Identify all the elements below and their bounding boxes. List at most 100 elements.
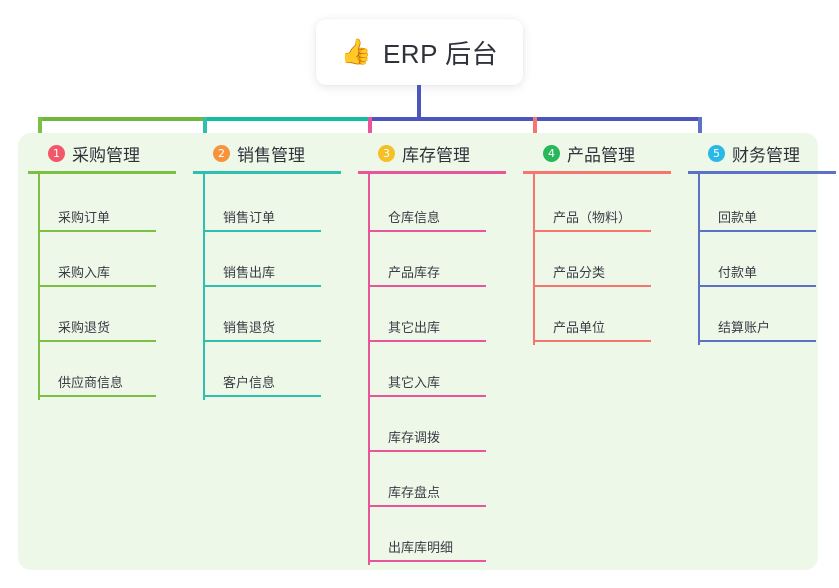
branch-header-2[interactable]: 2 销售管理 (193, 139, 341, 167)
leaf-item-label: 其它入库 (388, 375, 441, 390)
leaf-item-label: 采购退货 (58, 320, 111, 335)
branch-title-2: 销售管理 (237, 145, 305, 165)
leaf-item-label: 回款单 (718, 210, 758, 225)
leaf-item[interactable]: 结算账户 (688, 287, 836, 342)
leaf-item-label: 销售出库 (223, 265, 276, 280)
branch-header-5[interactable]: 5 财务管理 (688, 139, 836, 167)
branch-column-4: 4 产品管理产品（物料） 产品分类产品单位 (523, 139, 671, 345)
branch-title-1: 采购管理 (72, 145, 140, 165)
root-title: ERP 后台 (382, 38, 499, 69)
leaf-item-label: 出库库明细 (388, 540, 454, 555)
leaf-item-label: 采购入库 (58, 265, 111, 280)
drop-connector-5 (698, 117, 702, 145)
branch-column-2: 2 销售管理销售订单销售出库销售退货客户信息 (193, 139, 341, 400)
branch-header-rule-2 (193, 171, 341, 174)
branch-title-3: 库存管理 (402, 145, 470, 165)
branch-column-3: 3 库存管理仓库信息产品库存其它出库其它入库库存调拨库存盘点出库库明细 (358, 139, 506, 565)
leaf-item-rule (368, 230, 486, 232)
leaf-item-rule (368, 395, 486, 397)
leaf-item-rule (533, 230, 651, 232)
leaf-item[interactable]: 付款单 (688, 232, 836, 287)
bus-segment-2 (203, 117, 372, 121)
leaf-item-rule (203, 230, 321, 232)
branch-header-rule-5 (688, 171, 836, 174)
leaf-item[interactable]: 销售出库 (193, 232, 341, 287)
leaf-item-rule (38, 395, 156, 397)
branch-badge-4: 4 (543, 144, 560, 162)
leaf-item-rule (38, 230, 156, 232)
leaf-item-label: 库存盘点 (388, 485, 441, 500)
leaf-item-rule (38, 340, 156, 342)
leaf-item-rule (698, 230, 816, 232)
leaf-item[interactable]: 库存调拨 (358, 397, 506, 452)
bus-segment-1 (38, 117, 207, 121)
leaf-item-label: 采购订单 (58, 210, 111, 225)
drop-connector-2 (203, 117, 207, 145)
leaf-item-label: 结算账户 (718, 320, 771, 335)
leaf-item-rule (533, 340, 651, 342)
leaf-item-label: 仓库信息 (388, 210, 441, 225)
leaf-item-label: 库存调拨 (388, 430, 441, 445)
branch-header-rule-3 (358, 171, 506, 174)
branch-badge-3: 3 (378, 144, 395, 162)
leaf-item-label: 销售订单 (223, 210, 276, 225)
branch-panel (18, 133, 818, 570)
branch-header-rule-1 (28, 171, 176, 174)
leaf-item[interactable]: 仓库信息 (358, 177, 506, 232)
leaf-item-label: 产品（物料） (553, 210, 632, 225)
leaf-item[interactable]: 库存盘点 (358, 452, 506, 507)
leaf-item-rule (533, 285, 651, 287)
root-node[interactable]: 👍 ERP 后台 (316, 19, 523, 85)
leaf-item[interactable]: 采购入库 (28, 232, 176, 287)
leaf-item[interactable]: 其它入库 (358, 342, 506, 397)
leaf-item[interactable]: 回款单 (688, 177, 836, 232)
branch-spine-3 (368, 174, 370, 565)
leaf-item-rule (368, 340, 486, 342)
leaf-item-rule (38, 285, 156, 287)
leaf-item-label: 产品单位 (553, 320, 606, 335)
leaf-item[interactable]: 产品（物料） (523, 177, 671, 232)
leaf-item-rule (368, 505, 486, 507)
leaf-item-label: 产品分类 (553, 265, 606, 280)
branch-spine-5 (698, 174, 700, 345)
branch-badge-2: 2 (213, 144, 230, 162)
branch-spine-1 (38, 174, 40, 400)
leaf-item[interactable]: 产品分类 (523, 232, 671, 287)
leaf-item-label: 其它出库 (388, 320, 441, 335)
branch-badge-5: 5 (708, 144, 725, 162)
branch-header-3[interactable]: 3 库存管理 (358, 139, 506, 167)
leaf-item-rule (368, 285, 486, 287)
leaf-item[interactable]: 客户信息 (193, 342, 341, 397)
leaf-item[interactable]: 销售退货 (193, 287, 341, 342)
leaf-item-rule (203, 285, 321, 287)
branch-spine-4 (533, 174, 535, 345)
leaf-item-label: 客户信息 (223, 375, 276, 390)
leaf-item[interactable]: 产品库存 (358, 232, 506, 287)
leaf-item-rule (698, 285, 816, 287)
leaf-item[interactable]: 出库库明细 (358, 507, 506, 562)
leaf-item-label: 供应商信息 (58, 375, 124, 390)
leaf-item[interactable]: 产品单位 (523, 287, 671, 342)
leaf-item[interactable]: 采购订单 (28, 177, 176, 232)
drop-connector-4 (533, 117, 537, 145)
branch-column-1: 1 采购管理采购订单采购入库采购退货供应商信息 (28, 139, 176, 400)
leaf-item[interactable]: 销售订单 (193, 177, 341, 232)
leaf-item-rule (368, 450, 486, 452)
branch-column-5: 5 财务管理回款单付款单结算账户 (688, 139, 836, 345)
leaf-item-rule (698, 340, 816, 342)
branch-spine-2 (203, 174, 205, 400)
drop-connector-1 (38, 117, 42, 145)
branch-header-4[interactable]: 4 产品管理 (523, 139, 671, 167)
thumbs-up-icon: 👍 (340, 37, 372, 66)
leaf-item-rule (368, 560, 486, 562)
branch-header-1[interactable]: 1 采购管理 (28, 139, 176, 167)
branch-badge-1: 1 (48, 144, 65, 162)
branch-title-5: 财务管理 (732, 145, 800, 165)
leaf-item[interactable]: 采购退货 (28, 287, 176, 342)
branch-title-4: 产品管理 (567, 145, 635, 165)
leaf-item[interactable]: 其它出库 (358, 287, 506, 342)
leaf-item-label: 付款单 (718, 265, 758, 280)
trunk-connector (417, 85, 421, 119)
leaf-item[interactable]: 供应商信息 (28, 342, 176, 397)
